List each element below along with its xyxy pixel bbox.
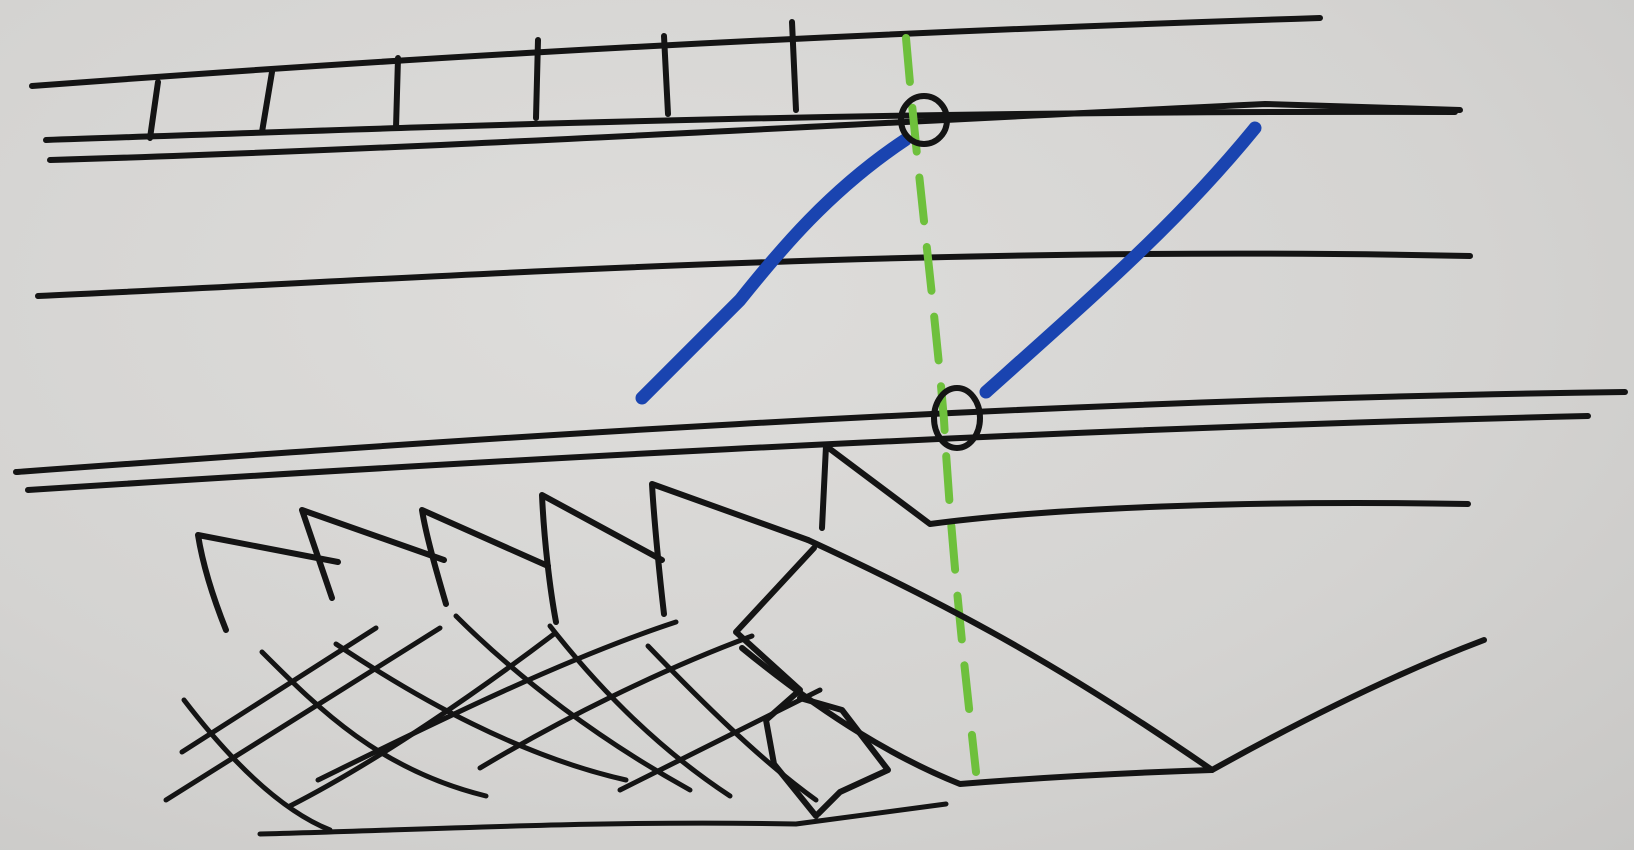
tooth-4 [542, 495, 662, 622]
ladder-rung-4 [536, 40, 538, 118]
ladder-rung-6 [792, 22, 796, 110]
blue-line-left [642, 140, 905, 398]
hatch-b6 [648, 646, 816, 800]
fault-block-outline [808, 540, 1484, 770]
tooth-5 [652, 484, 808, 614]
ladder-rung-5 [664, 36, 668, 114]
fault-block-inner-edge [736, 548, 816, 816]
lower-rail-upper [16, 392, 1625, 472]
ladder-rung-3 [396, 58, 398, 128]
fault-block [736, 540, 1484, 816]
hatch-a6 [620, 690, 820, 790]
ladder-rung-1 [150, 82, 158, 138]
jagged-teeth [198, 446, 1468, 630]
ladder-top-rail [32, 18, 1320, 86]
ladder-rung-2 [262, 72, 272, 132]
tooth-6 [822, 446, 1468, 528]
hatch-b1 [184, 700, 330, 830]
hatch-b5 [550, 626, 730, 796]
blue-line-right [986, 128, 1255, 392]
green-vertical-dashed-line [906, 38, 976, 772]
hatch-b2 [262, 652, 486, 796]
bottom-base-line [260, 804, 946, 834]
lower-double-rail [16, 392, 1625, 490]
hatch-a2 [166, 628, 440, 800]
crosshatch-region [166, 616, 820, 830]
